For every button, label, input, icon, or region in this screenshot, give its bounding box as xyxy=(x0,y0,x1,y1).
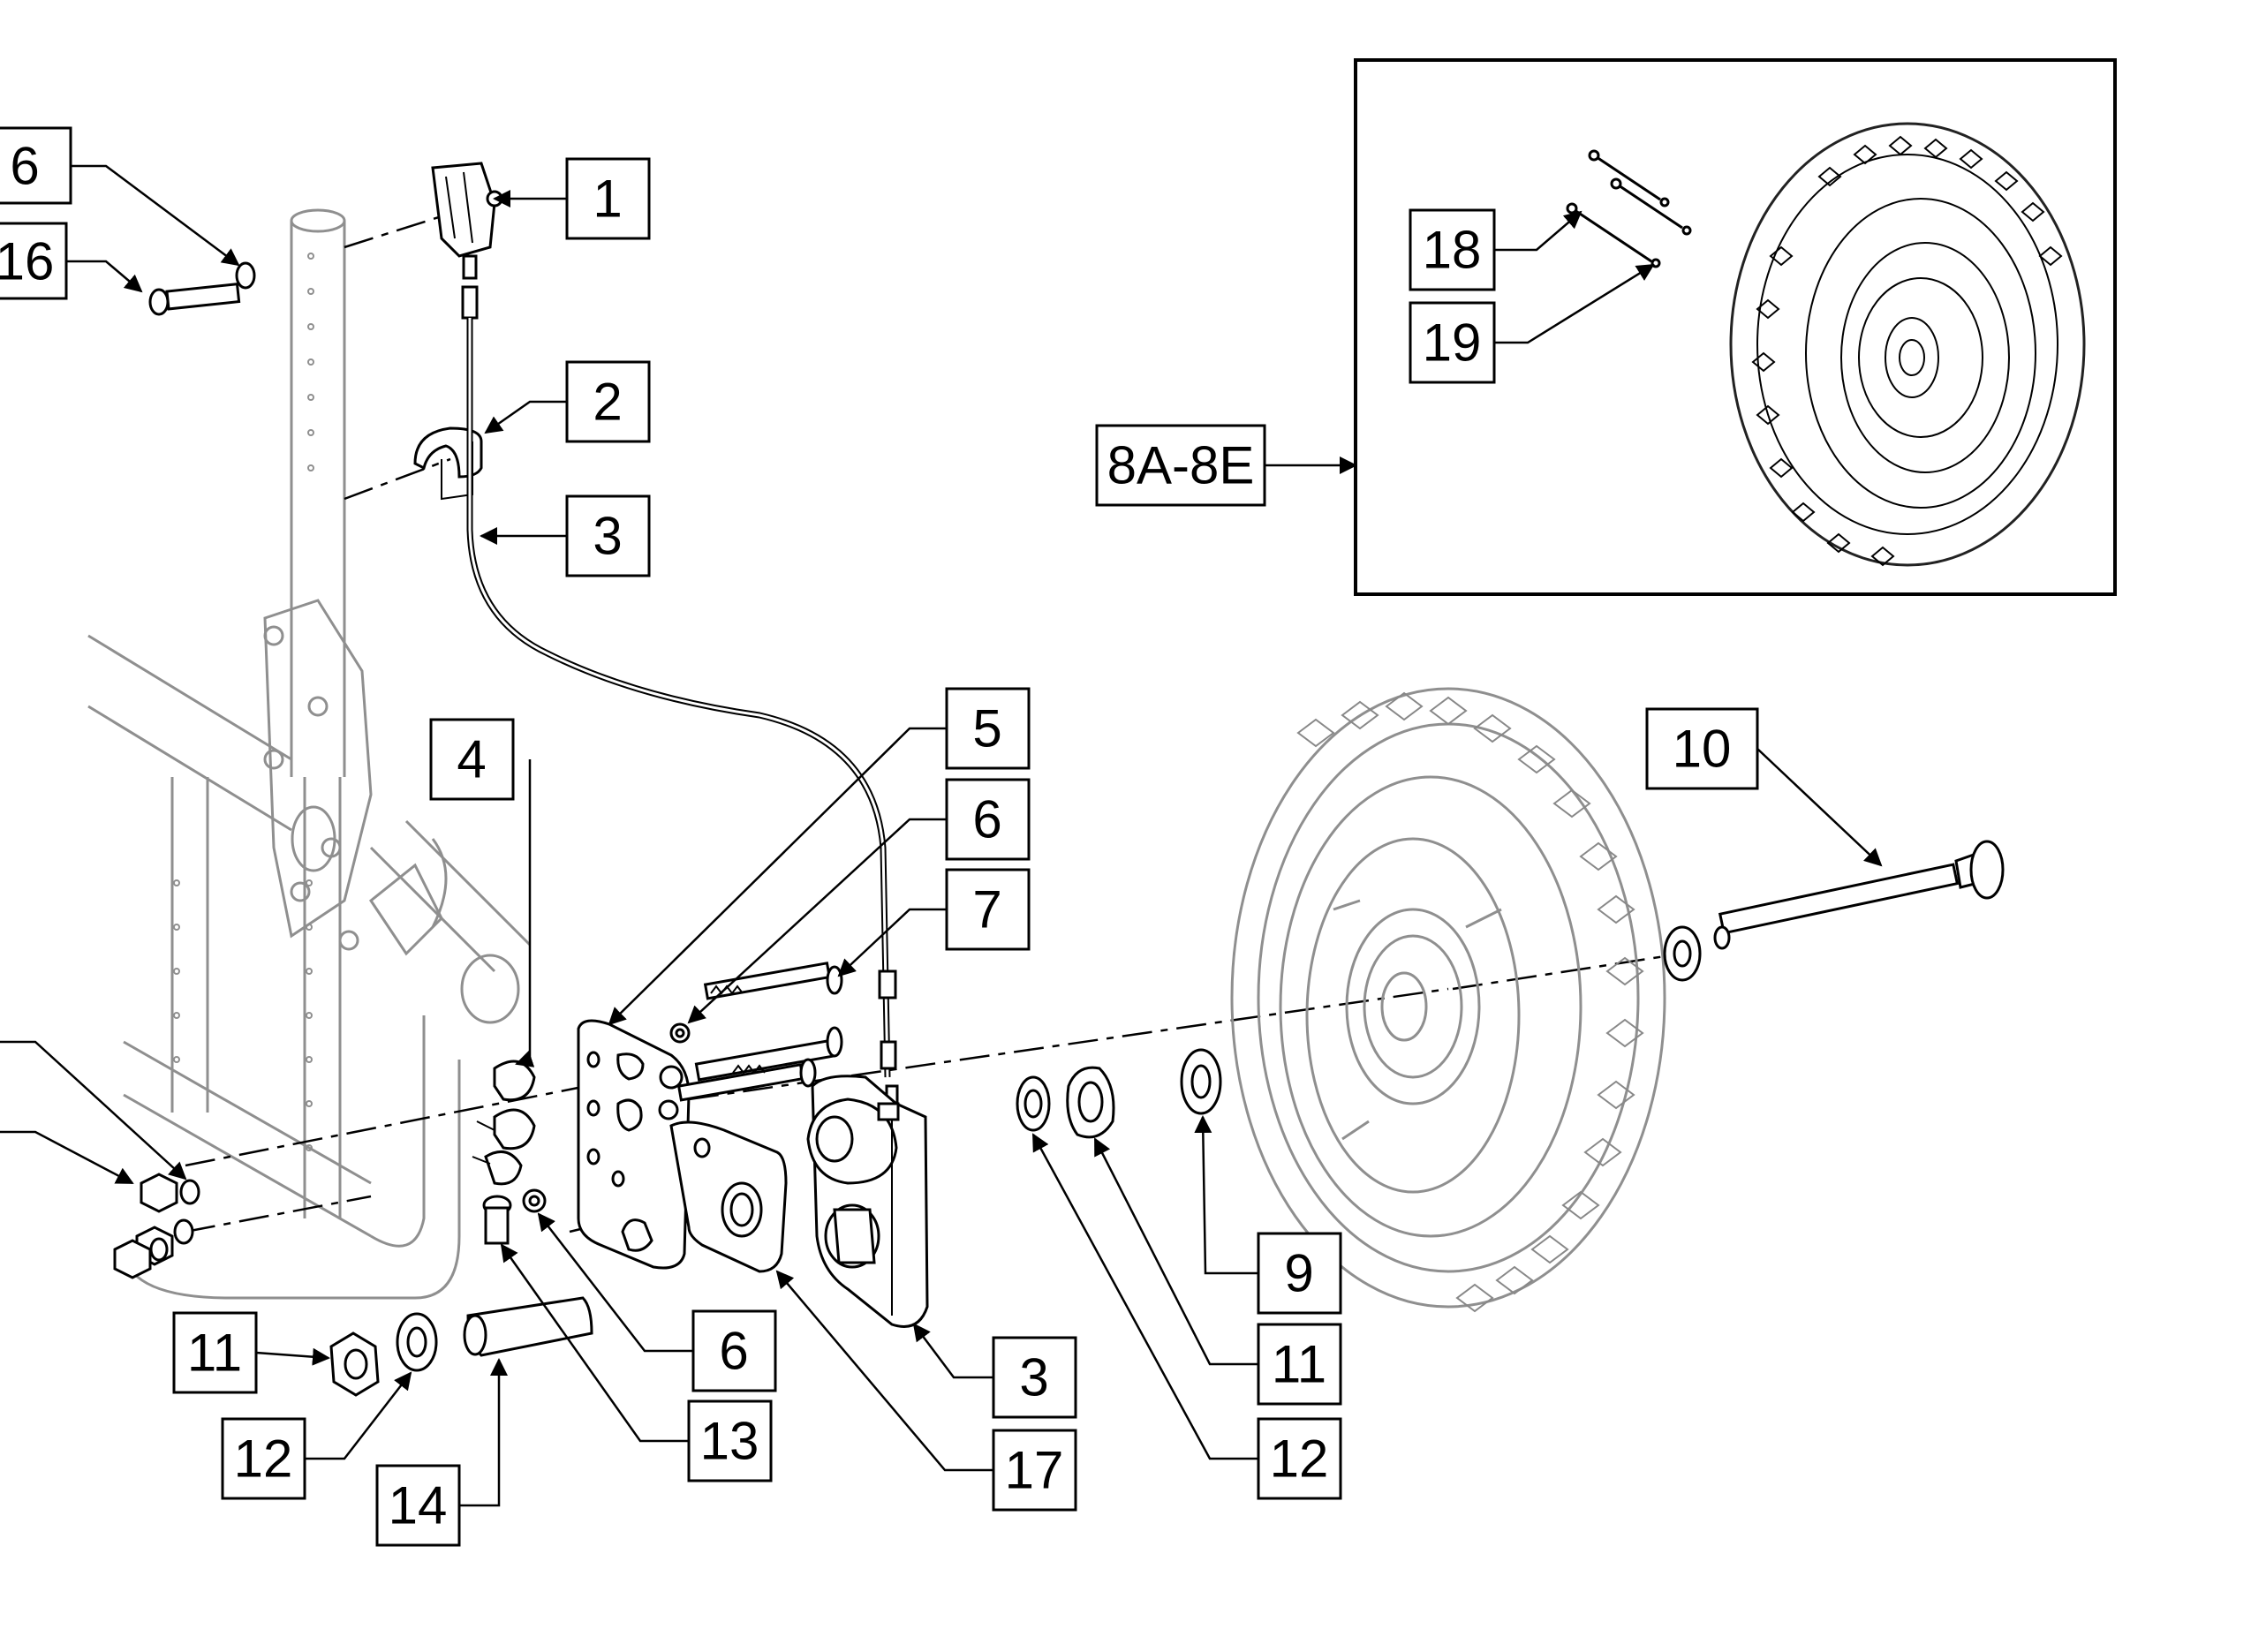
callout-label: 1 xyxy=(593,170,622,229)
callout-18: 18 xyxy=(1409,208,1496,291)
lower-left-parts xyxy=(329,1188,593,1397)
spacer-washers-part xyxy=(472,1060,536,1186)
callout-label: 16 xyxy=(0,232,54,291)
callout-label: 4 xyxy=(457,730,486,789)
brake-lever-part xyxy=(431,162,503,320)
brake-cable-part xyxy=(466,318,899,1110)
callout-label: 8A-8E xyxy=(1107,436,1255,495)
callout-label: 10 xyxy=(1673,720,1732,779)
callout-5: 5 xyxy=(945,687,1031,770)
leader-lines xyxy=(0,164,1883,1507)
callout-label: 11 xyxy=(1272,1335,1326,1394)
callout-label: 18 xyxy=(1423,221,1482,280)
callout-10: 10 xyxy=(1645,707,1759,790)
callout-label: 5 xyxy=(972,699,1001,758)
axle-part xyxy=(1663,840,2005,982)
callout-3-upper: 3 xyxy=(565,494,651,577)
callout-label: 6 xyxy=(972,790,1001,849)
callout-12-right: 12 xyxy=(1257,1417,1342,1500)
callout-4: 4 xyxy=(429,718,515,801)
callout-label: 2 xyxy=(593,373,622,432)
callout-6-middle: 6 xyxy=(945,778,1031,861)
callout-11-right: 11 xyxy=(1257,1323,1342,1406)
callout-label: 11 xyxy=(187,1324,242,1383)
bolts-and-washers-part xyxy=(658,962,843,1120)
callout-7: 7 xyxy=(945,868,1031,951)
callout-label: 19 xyxy=(1423,313,1482,373)
callout-6-top: 6 xyxy=(0,126,72,205)
callout-11-left: 11 xyxy=(172,1311,258,1394)
callout-2: 2 xyxy=(565,360,651,443)
callout-9: 9 xyxy=(1257,1232,1342,1315)
brake-unit-part xyxy=(806,1075,929,1328)
callout-16: 16 xyxy=(0,222,68,300)
callout-label: 13 xyxy=(700,1412,759,1471)
socket-bolt-part xyxy=(148,261,256,316)
callout-label: 14 xyxy=(389,1476,448,1535)
callout-1: 1 xyxy=(565,157,651,240)
callout-12-left: 12 xyxy=(221,1417,306,1500)
callout-6-lower: 6 xyxy=(691,1309,777,1392)
callout-label: 12 xyxy=(234,1429,293,1489)
callout-19: 19 xyxy=(1409,301,1496,384)
brake-bracket-part xyxy=(669,1120,788,1273)
callout-label: 3 xyxy=(593,507,622,566)
callout-label: 6 xyxy=(10,137,39,196)
callout-label: 9 xyxy=(1284,1244,1313,1303)
callout-label: 3 xyxy=(1019,1348,1048,1407)
callout-13: 13 xyxy=(687,1399,773,1482)
axle-washers-middle-part xyxy=(1016,1048,1222,1139)
mounting-plate-part xyxy=(577,1019,691,1270)
callout-14: 14 xyxy=(375,1464,461,1547)
callout-label: 12 xyxy=(1270,1429,1329,1489)
callout-label: 17 xyxy=(1005,1441,1064,1500)
callout-3-lower: 3 xyxy=(992,1336,1077,1419)
callout-label: 7 xyxy=(972,880,1001,939)
callout-17: 17 xyxy=(992,1429,1077,1512)
wheelchair-frame-ghost xyxy=(87,208,532,1300)
callout-8a-8e: 8A-8E xyxy=(1095,424,1266,507)
rear-wheel-ghost xyxy=(1230,687,1666,1313)
callout-label: 6 xyxy=(719,1322,748,1381)
hex-nuts-left-part xyxy=(113,1173,200,1279)
